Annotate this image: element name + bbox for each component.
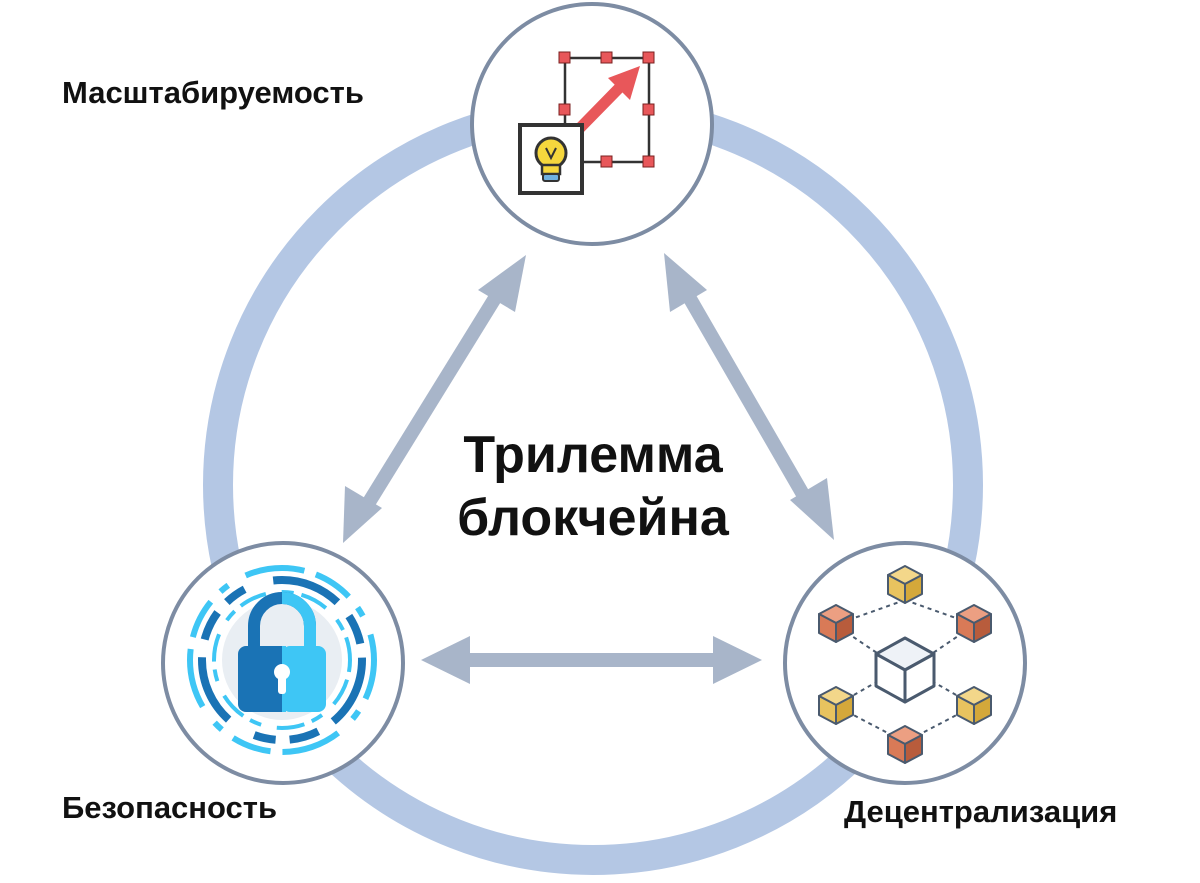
security-node [161, 541, 405, 785]
scalability-label: Масштабируемость [62, 75, 364, 110]
cube-top [887, 565, 923, 604]
cube-lower-right [956, 686, 992, 725]
security-label: Безопасность [62, 790, 277, 825]
scalability-icon [518, 51, 655, 195]
padlock-icon [187, 565, 377, 755]
decentralization-label: Децентрализация [844, 794, 1117, 829]
cube-lower-left [818, 686, 854, 725]
cube-bottom [887, 725, 923, 764]
arrow-scalability-decentralization [664, 253, 834, 540]
arrow-security-decentralization [421, 636, 762, 684]
network-cubes-icon [818, 565, 992, 764]
title-line-1: Трилемма [463, 426, 723, 484]
cube-upper-left [818, 604, 854, 643]
title-line-2: блокчейна [457, 489, 730, 547]
decentralization-node [783, 541, 1027, 785]
scalability-node [470, 2, 714, 246]
cube-upper-right [956, 604, 992, 643]
arrow-scalability-security [343, 255, 526, 543]
